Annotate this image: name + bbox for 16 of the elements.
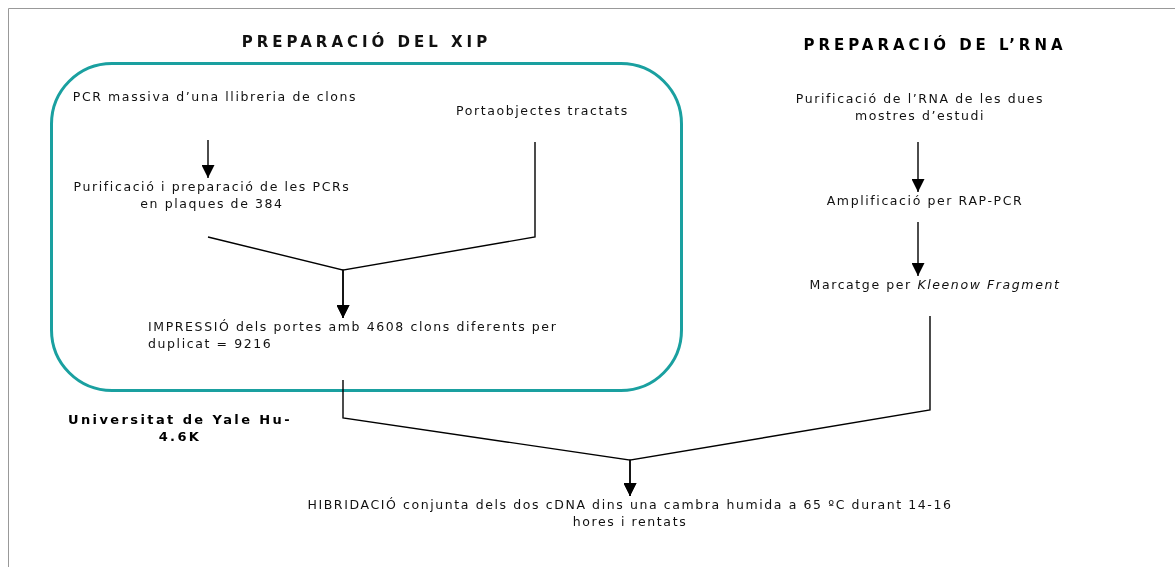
step-text: Purificació de l’RNA de les dues mostres d’estudi bbox=[775, 90, 1065, 142]
step-text: Purificació i preparació de les PCRs en plaques de 384 bbox=[62, 178, 362, 237]
arrow bbox=[623, 315, 931, 497]
arrow bbox=[911, 221, 925, 277]
section-heading: PREPARACIÓ DE L’RNA bbox=[802, 36, 1068, 54]
step-text: Amplificació per RAP-PCR bbox=[765, 192, 1085, 222]
step-text: PCR massiva d’una llibreria de clons bbox=[62, 88, 368, 140]
chip-label: Universitat de Yale Hu-4.6K bbox=[66, 411, 294, 445]
step-text: HIBRIDACIÓ conjunta dels dos cDNA dins una cambra humida a 65 ºC durant 14-16 hores i rentats bbox=[300, 496, 960, 554]
step-text: IMPRESSIÓ dels portes amb 4608 clons diferents per duplicat = 9216 bbox=[130, 318, 560, 380]
step-text: Portaobjectes tractats bbox=[415, 102, 670, 142]
step-text: Marcatge per Kleenow Fragment bbox=[740, 276, 1130, 316]
section-heading: PREPARACIÓ DEL XIP bbox=[240, 34, 493, 51]
arrow bbox=[911, 141, 925, 193]
arrow bbox=[201, 139, 215, 179]
arrow bbox=[336, 141, 536, 319]
